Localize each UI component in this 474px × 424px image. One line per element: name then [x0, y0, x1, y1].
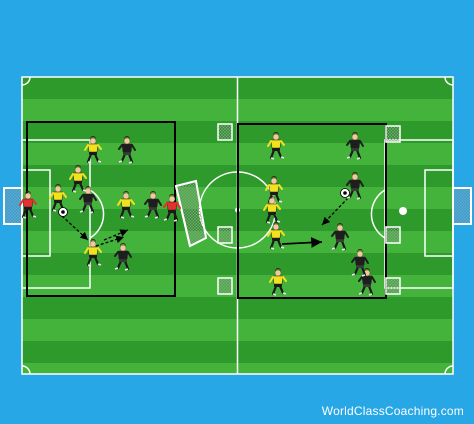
portable-goal — [174, 179, 208, 248]
corner-arc-tr — [444, 76, 454, 86]
mini-goal — [217, 226, 233, 244]
player-red — [19, 191, 37, 219]
player-black — [351, 249, 369, 277]
pass-arrow — [61, 215, 89, 241]
player-black — [118, 136, 136, 164]
player-yellow — [84, 136, 102, 164]
pass-arrow — [103, 229, 129, 241]
corner-arc-br — [444, 365, 454, 375]
player-yellow — [117, 191, 135, 219]
player-black — [144, 191, 162, 219]
mini-goal — [217, 277, 233, 295]
player-yellow — [269, 268, 287, 296]
right-zone — [237, 123, 387, 299]
player-yellow — [84, 239, 102, 267]
player-yellow — [265, 176, 283, 204]
mini-goals — [217, 123, 401, 295]
soccer-ball-icon — [340, 188, 350, 198]
player-red — [163, 194, 181, 222]
player-black — [346, 132, 364, 160]
mini-goal — [385, 226, 401, 244]
right-penalty-arc — [370, 189, 386, 239]
pass-arrow — [321, 197, 349, 226]
soccer-ball-icon — [58, 207, 68, 217]
mini-goal — [385, 277, 401, 295]
player-yellow — [69, 165, 87, 193]
right-goal — [452, 187, 472, 225]
left-penalty-arc — [89, 189, 105, 239]
player-yellow — [267, 132, 285, 160]
mini-goal — [217, 123, 233, 141]
soccer-balls — [58, 188, 350, 217]
run-arrow — [281, 237, 323, 248]
player-black — [346, 172, 364, 200]
right-penalty-spot — [399, 207, 407, 215]
corner-arc-bl — [21, 365, 31, 375]
left-goal — [3, 187, 23, 225]
watermark: WorldClassCoaching.com — [321, 404, 464, 418]
player-black — [331, 223, 349, 251]
movement-arrows — [61, 197, 349, 248]
players — [19, 132, 376, 296]
mini-goal — [385, 125, 401, 143]
player-yellow — [263, 196, 281, 224]
player-black — [79, 186, 97, 214]
player-yellow — [267, 222, 285, 250]
corner-arc-tl — [21, 76, 31, 86]
player-black — [114, 243, 132, 271]
